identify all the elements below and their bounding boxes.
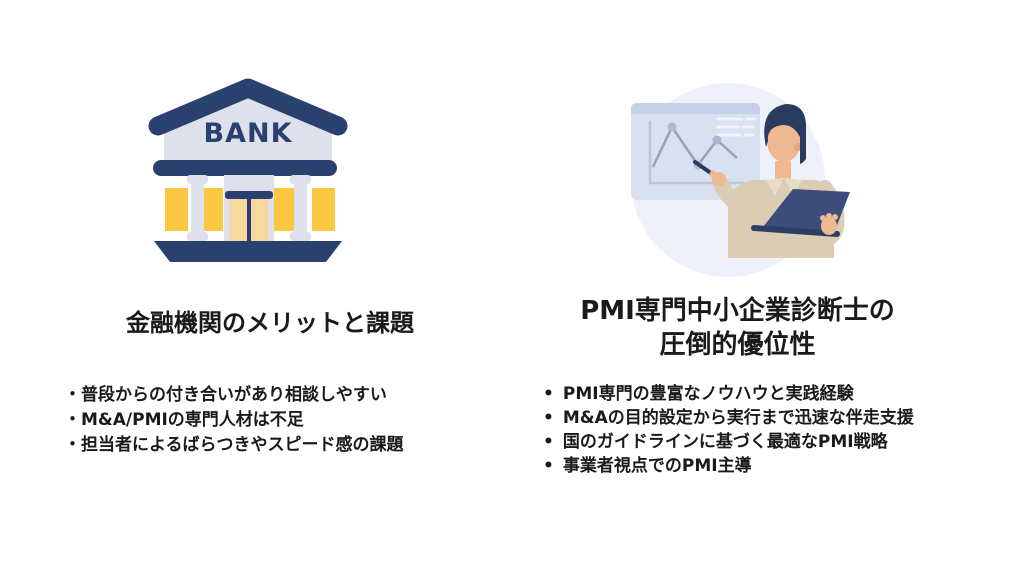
bank-roof [148,78,348,136]
bank-base [154,241,342,262]
left-section-title: 金融機関のメリットと課題 [126,309,414,337]
bullet-item: ・ M&A/PMIの専門人材は不足 [64,408,404,433]
bullet-text: M&A/PMIの専門人材は不足 [81,410,304,430]
bullet-text: 国のガイドラインに基づく最適なPMI戦略 [562,432,888,452]
bullet-icon: • [543,432,554,452]
bullet-item: • 事業者視点でのPMI主導 [543,454,914,478]
left-bullet-list: ・ 普段からの付き合いがあり相談しやすい ・ M&A/PMIの専門人材は不足 ・… [64,383,404,458]
person-pointing-arm [713,176,750,215]
bullet-item: ・ 普段からの付き合いがあり相談しやすい [64,383,404,408]
chart-axis [648,120,745,185]
right-bullet-list: • PMI専門の豊富なノウハウと実践経験 • M&Aの目的設定から実行まで迅速な… [543,382,914,478]
bank-beam [153,160,337,176]
bullet-icon: ・ [64,410,81,430]
bullet-item: • PMI専門の豊富なノウハウと実践経験 [543,382,914,406]
person-collar [766,178,802,196]
bank-illustration: BANK [140,78,360,268]
bullet-text: PMI専門の豊富なノウハウと実践経験 [562,384,854,404]
panel-text-lines [716,117,757,137]
bullet-text: 事業者視点でのPMI主導 [562,456,752,476]
bullet-text: M&Aの目的設定から実行まで迅速な伴走支援 [562,408,914,428]
bullet-text: 普段からの付き合いがあり相談しやすい [81,385,387,405]
bullet-icon: • [543,456,554,476]
right-section-title: PMI専門中小企業診断士の 圧倒的優位性 [515,294,960,362]
person-right-hand [820,213,838,235]
person-thumb [709,170,717,178]
bullet-item: ・ 担当者によるばらつきやスピード感の課題 [64,433,404,458]
right-title-line1: PMI専門中小企業診断士の [580,296,895,326]
person-neck [775,161,791,181]
consultant-icon [631,83,850,277]
person-head [767,120,801,162]
bullet-item: • M&Aの目的設定から実行まで迅速な伴走支援 [543,406,914,430]
bank-icon: BANK [148,78,348,262]
bullet-icon: • [543,408,554,428]
bullet-item: • 国のガイドラインに基づく最適なPMI戦略 [543,430,914,454]
bullet-text: 担当者によるばらつきやスピード感の課題 [81,435,404,455]
bank-door [225,191,273,241]
bullet-icon: • [543,384,554,404]
bank-pediment [164,92,332,161]
bullet-icon: ・ [64,385,81,405]
bullet-icon: ・ [64,435,81,455]
bank-label: BANK [204,118,293,149]
person [693,104,850,258]
right-title-line2: 圧倒的優位性 [659,330,816,360]
consultant-illustration [600,75,900,305]
bank-panels [165,188,335,231]
person-hair [764,104,807,164]
